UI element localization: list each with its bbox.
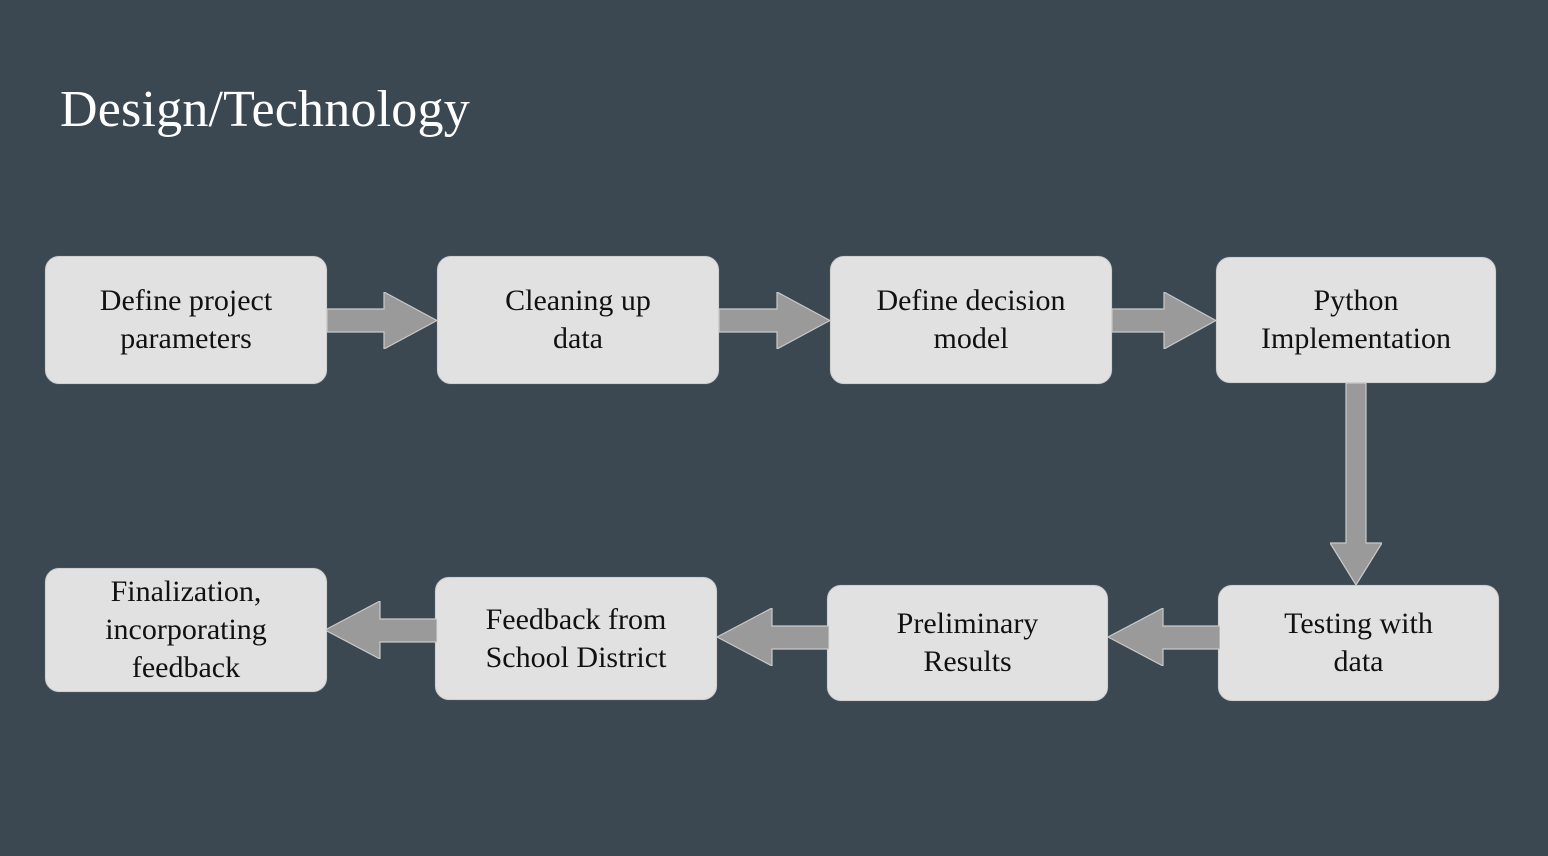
flow-node-label: Define decision model [876, 284, 1066, 355]
flow-node-testing-with-data[interactable]: Testing with data [1218, 585, 1499, 701]
page-title: Design/Technology [60, 81, 470, 138]
flow-node-label: Testing with data [1284, 607, 1433, 678]
flow-node-finalization-incorporating-feedback[interactable]: Finalization, incorporating feedback [45, 568, 327, 692]
flow-node-preliminary-results[interactable]: Preliminary Results [827, 585, 1108, 701]
arrow-left-icon [325, 601, 437, 659]
arrow-left-preliminary-results-to-feedback-district [717, 608, 829, 666]
arrow-right-define-project-to-cleaning-data [327, 292, 437, 349]
arrow-down-icon [1330, 383, 1382, 585]
arrow-left-feedback-district-to-finalization [325, 601, 437, 659]
arrow-left-testing-data-to-preliminary-results [1108, 608, 1220, 666]
flow-node-define-project[interactable]: Define project parameters [45, 256, 327, 384]
arrow-right-icon [1112, 292, 1216, 349]
arrow-right-icon [327, 292, 437, 349]
arrow-left-icon [1108, 608, 1220, 666]
arrow-right-icon [719, 292, 830, 349]
flow-node-label: Define project parameters [99, 284, 273, 355]
flow-node-label: Preliminary Results [896, 607, 1039, 678]
arrow-left-icon [717, 608, 829, 666]
flow-node-define-decision-model[interactable]: Define decision model [830, 256, 1112, 384]
flow-node-label: Finalization, incorporating feedback [105, 575, 267, 684]
flow-node-label: Feedback from School District [485, 602, 667, 674]
flow-node-label: Python Implementation [1261, 284, 1451, 355]
flow-node-feedback-from-school-district[interactable]: Feedback from School District [435, 577, 717, 700]
arrow-right-define-model-to-python-implementation [1112, 292, 1216, 349]
flow-node-cleaning-data[interactable]: Cleaning up data [437, 256, 719, 384]
arrow-down-python-implementation-to-testing-data [1330, 383, 1382, 585]
arrow-right-cleaning-data-to-define-model [719, 292, 830, 349]
flow-node-label: Cleaning up data [505, 284, 651, 355]
flow-node-python-implementation[interactable]: Python Implementation [1216, 257, 1496, 383]
